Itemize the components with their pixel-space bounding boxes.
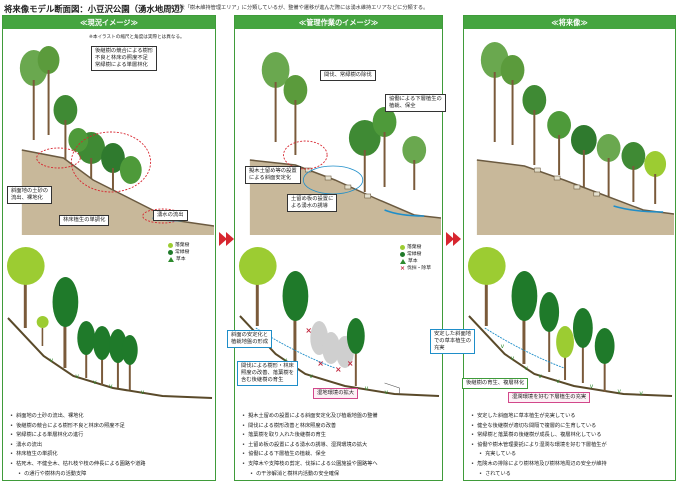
panel-future: ≪将来像≫ <box>430 15 676 481</box>
list-item: 充実している <box>467 450 673 460</box>
callout-multilayer-forest: 後継樹の育生、複層林化 <box>462 378 529 389</box>
svg-text:v: v <box>309 373 313 380</box>
list-item: 落葉樹を取り入れた後継樹の育生 <box>238 431 440 441</box>
callout-slope-stabilization: 擬木土留め等の設置 による斜面安定化 <box>245 166 301 184</box>
list-item: 支障木や支障枝の剪定、伐採による公園施設や園路等へ <box>238 460 440 470</box>
cross-section-illustration <box>236 30 441 235</box>
callout-herb-layer: 安定した斜面地 での草本植生の 充実 <box>430 329 476 354</box>
cross-section-illustration <box>465 30 674 235</box>
callout-thinning-effect: 間伐による樹形・林床 照度の改善、落葉樹を 含む後継樹の育生 <box>237 361 298 386</box>
svg-text:v: v <box>50 357 54 364</box>
svg-text:v: v <box>538 373 542 380</box>
cross-section-illustration <box>4 30 214 235</box>
schematic-diagram: v v v v v <box>4 238 214 410</box>
legend: 落葉樹 常緑樹 草本 ×伐採・除草 <box>400 245 432 272</box>
list-item: の通行や樹林内の活動支障 <box>6 470 213 480</box>
grass-icon <box>400 259 406 264</box>
callout-understory-monotony: 林床植生の単調化 <box>59 215 110 226</box>
panel-current: ≪現況イメージ≫ <box>2 15 216 481</box>
panel-title: ≪将来像≫ <box>464 16 675 29</box>
list-item: 後継樹の競合による樹形不良と林床の照度不足 <box>6 422 213 432</box>
bullet-list: 安定した斜面地に草本植生が充実している 健全な後継樹が適切な間隔で複層的に生育し… <box>467 412 673 479</box>
svg-text:×: × <box>305 326 312 335</box>
callout-spring-outflow: 湧水の流出 <box>153 210 188 221</box>
callout-soil-erosion: 斜面地の土砂の 流出、裸地化 <box>7 186 53 204</box>
arrow-right-icon <box>446 232 454 246</box>
cross-icon: × <box>400 264 406 272</box>
svg-text:v: v <box>618 388 622 395</box>
callout-thinning: 間伐、常緑樹の除伐 <box>320 70 376 81</box>
illustration-trees <box>19 46 142 196</box>
bullet-list: 斜面地の土砂の流出、裸地化 後継樹の競合による樹形不良と林床の照度不足 常緑樹に… <box>6 412 213 479</box>
svg-text:v: v <box>284 357 288 364</box>
arrow-right-icon <box>219 232 227 246</box>
grass-icon <box>168 257 174 262</box>
list-item: 間伐による樹形改善と林床照度の改善 <box>238 422 440 432</box>
svg-text:×: × <box>335 365 342 374</box>
list-item: 斜面地の土砂の流出、裸地化 <box>6 412 213 422</box>
callout-slope-ground-formation: 斜面の安定化と 植栽地盤の形成 <box>227 330 273 348</box>
svg-text:v: v <box>109 383 113 390</box>
svg-text:v: v <box>385 389 389 396</box>
svg-text:×: × <box>347 359 354 368</box>
svg-text:v: v <box>639 390 643 397</box>
list-item: 危険木の排除により樹林地及び樹林地周辺の安全が維持 <box>467 460 673 470</box>
page-title: 将来像モデル断面図：小豆沢公園（湧水地周辺） <box>4 4 189 14</box>
svg-text:v: v <box>75 373 79 380</box>
list-item: されている <box>467 470 673 480</box>
list-item: 枯死木、不健全木、枯れ枝や枝の伸長による園路や道路 <box>6 460 213 470</box>
arrow-right-icon <box>453 232 461 246</box>
callout-understory-planting: 協働による下層植生の 植栽、保全 <box>385 94 446 112</box>
bullet-list: 擬木土留めの設置による斜面安定化及び植栽地盤の整備 間伐による樹形改善と林床照度… <box>238 412 440 479</box>
callout-canopy-competition: 後継樹の競合による樹形 不良と林床の照度不足 常緑樹による単層林化 <box>91 46 158 71</box>
arrow-right-icon <box>226 232 234 246</box>
list-item: 擬木土留めの設置による斜面安定化及び植栽地盤の整備 <box>238 412 440 422</box>
list-item: 安定した斜面地に草本植生が充実している <box>467 412 673 422</box>
callout-wetland-expansion: 湿地環境の拡大 <box>313 388 359 399</box>
list-item: 林床植生の単調化 <box>6 450 213 460</box>
list-item: 常緑樹と落葉樹の後継樹が成長し、複層林化している <box>467 431 673 441</box>
list-item: 協働や樹木管理委託により湿潤な環境を好む下層植生が <box>467 441 673 451</box>
svg-text:×: × <box>317 359 324 368</box>
list-item: 土留め板の設置による湧水の誘導、湿潤環境の拡大 <box>238 441 440 451</box>
page-note: ※現状「樹木維持管理エリア」に分類しているが、整備や遷移が進んだ際には湧水維持エ… <box>170 5 429 11</box>
svg-text:v: v <box>511 355 515 362</box>
list-item: 協働による下層植生の植栽、保全 <box>238 450 440 460</box>
svg-text:v: v <box>501 343 505 350</box>
list-item: 湧水の流出 <box>6 441 213 451</box>
svg-text:v: v <box>590 383 594 390</box>
callout-spring-guidance: 土留め板の設置に よる湧水の誘導 <box>287 194 338 212</box>
list-item: 常緑樹による単層林化の進行 <box>6 431 213 441</box>
svg-text:v: v <box>524 365 528 372</box>
panel-management: ≪管理作業のイメージ≫ <box>227 15 446 481</box>
svg-text:v: v <box>141 389 145 396</box>
svg-text:v: v <box>365 385 369 392</box>
illustration-note: ※本イラストの縮尺と角度は実際とは異なる。 <box>89 35 185 40</box>
svg-text:v: v <box>93 379 97 386</box>
list-item: 健全な後継樹が適切な間隔で複層的に生育している <box>467 422 673 432</box>
panel-title: ≪現況イメージ≫ <box>3 16 215 29</box>
svg-text:v: v <box>556 378 560 385</box>
legend: 落葉樹 常緑樹 草本 <box>168 242 189 263</box>
list-item: の干渉解消と樹林内活動の安全確保 <box>238 470 440 480</box>
panel-title: ≪管理作業のイメージ≫ <box>235 16 442 29</box>
callout-wetland-understory: 湿潤環境を好む下層植生の充実 <box>508 392 591 403</box>
